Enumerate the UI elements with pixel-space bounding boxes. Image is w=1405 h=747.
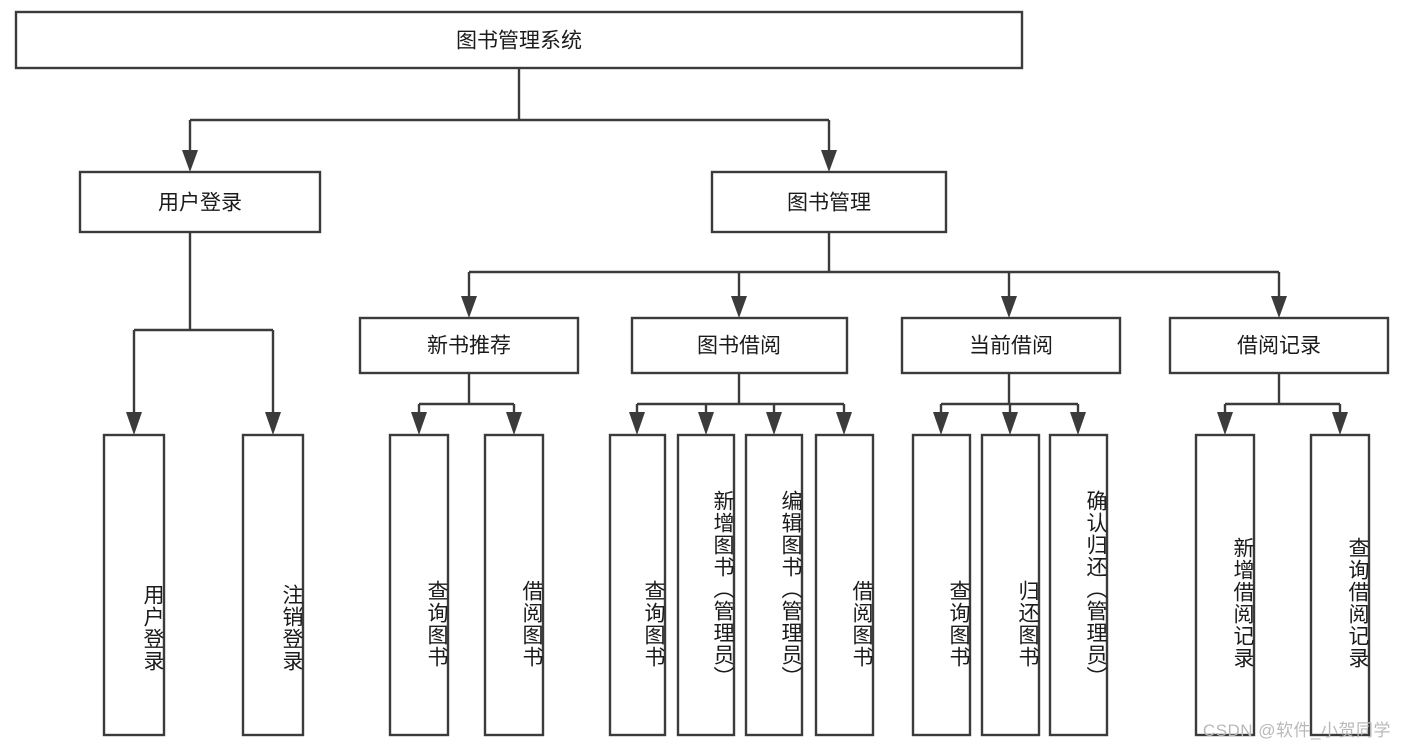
node-box-book-borrow[interactable]	[630, 316, 849, 375]
arrowhead-leaf-userlogin-1	[126, 412, 142, 435]
arrowhead-book-borrow	[731, 296, 747, 318]
connector-group-userlogin	[126, 232, 281, 435]
arrowhead-leaf-nbr-1	[411, 412, 427, 435]
node-box-leaf-cb-1[interactable]	[911, 433, 972, 737]
node-box-leaf-bb-2[interactable]	[676, 433, 736, 737]
connector-group-new-book-recommend	[411, 373, 522, 435]
arrowhead-userlogin	[182, 150, 198, 172]
node-current-borrow[interactable]: 当前借阅	[900, 316, 1122, 375]
arrowhead-current-borrow	[1001, 296, 1017, 318]
node-box-leaf-cb-2[interactable]	[980, 433, 1041, 737]
node-box-book-management[interactable]	[710, 170, 948, 234]
node-label-new-book-recommend: 新书推荐	[427, 335, 511, 358]
connector-group-borrow-record	[1217, 373, 1348, 435]
arrowhead-leaf-bb-2	[698, 412, 714, 435]
arrowhead-leaf-cb-1	[933, 412, 949, 435]
arrowhead-leaf-cb-3	[1070, 412, 1086, 435]
node-box-leaf-nbr-1[interactable]	[388, 433, 450, 737]
arrowhead-leaf-bb-3	[766, 412, 782, 435]
arrowhead-leaf-userlogin-2	[265, 412, 281, 435]
node-book-management[interactable]: 图书管理	[710, 170, 948, 234]
node-root[interactable]: 图书管理系统	[14, 10, 1024, 70]
connector-group-current-borrow	[933, 373, 1086, 435]
node-book-borrow[interactable]: 图书借阅	[630, 316, 849, 375]
node-borrow-record[interactable]: 借阅记录	[1168, 316, 1390, 375]
node-user-login[interactable]: 用户登录	[78, 170, 322, 234]
node-box-new-book-recommend[interactable]	[358, 316, 580, 375]
node-new-book-recommend[interactable]: 新书推荐	[358, 316, 580, 375]
node-box-borrow-record[interactable]	[1168, 316, 1390, 375]
node-box-leaf-br-2[interactable]	[1309, 433, 1371, 737]
connector-group-book-borrow	[629, 373, 852, 435]
node-label-book-borrow: 图书借阅	[697, 335, 781, 358]
arrowhead-leaf-br-1	[1217, 412, 1233, 435]
node-box-current-borrow[interactable]	[900, 316, 1122, 375]
node-box-leaf-bb-3[interactable]	[744, 433, 804, 737]
node-label-book-management: 图书管理	[787, 192, 871, 215]
node-box-leaf-bb-1[interactable]	[608, 433, 667, 737]
connector-group-bookmgmt	[461, 232, 1287, 318]
node-label-user-login: 用户登录	[158, 192, 242, 215]
node-label-root: 图书管理系统	[456, 30, 582, 53]
arrowhead-leaf-bb-4	[836, 412, 852, 435]
node-box-leaf-bb-4[interactable]	[814, 433, 875, 737]
node-label-borrow-record: 借阅记录	[1237, 335, 1321, 358]
arrowhead-leaf-br-2	[1332, 412, 1348, 435]
node-box-leaf-cb-3[interactable]	[1048, 433, 1109, 737]
arrowhead-bookmgmt	[821, 150, 837, 172]
node-box-leaf-user-login-2[interactable]	[241, 433, 305, 737]
node-box-root[interactable]	[14, 10, 1024, 70]
connector-group-root	[182, 68, 837, 172]
node-label-current-borrow: 当前借阅	[969, 335, 1053, 358]
watermark-text: CSDN @软件_小贺同学	[1202, 721, 1391, 740]
arrowhead-leaf-nbr-2	[506, 412, 522, 435]
arrowhead-borrow-record	[1271, 296, 1287, 318]
node-box-leaf-br-1[interactable]	[1194, 433, 1256, 737]
arrowhead-new-book-recommend	[461, 296, 477, 318]
node-box-leaf-user-login-1[interactable]	[102, 433, 166, 737]
arrowhead-leaf-cb-2	[1002, 412, 1018, 435]
node-box-user-login[interactable]	[78, 170, 322, 234]
arrowhead-leaf-bb-1	[629, 412, 645, 435]
node-box-leaf-nbr-2[interactable]	[483, 433, 545, 737]
